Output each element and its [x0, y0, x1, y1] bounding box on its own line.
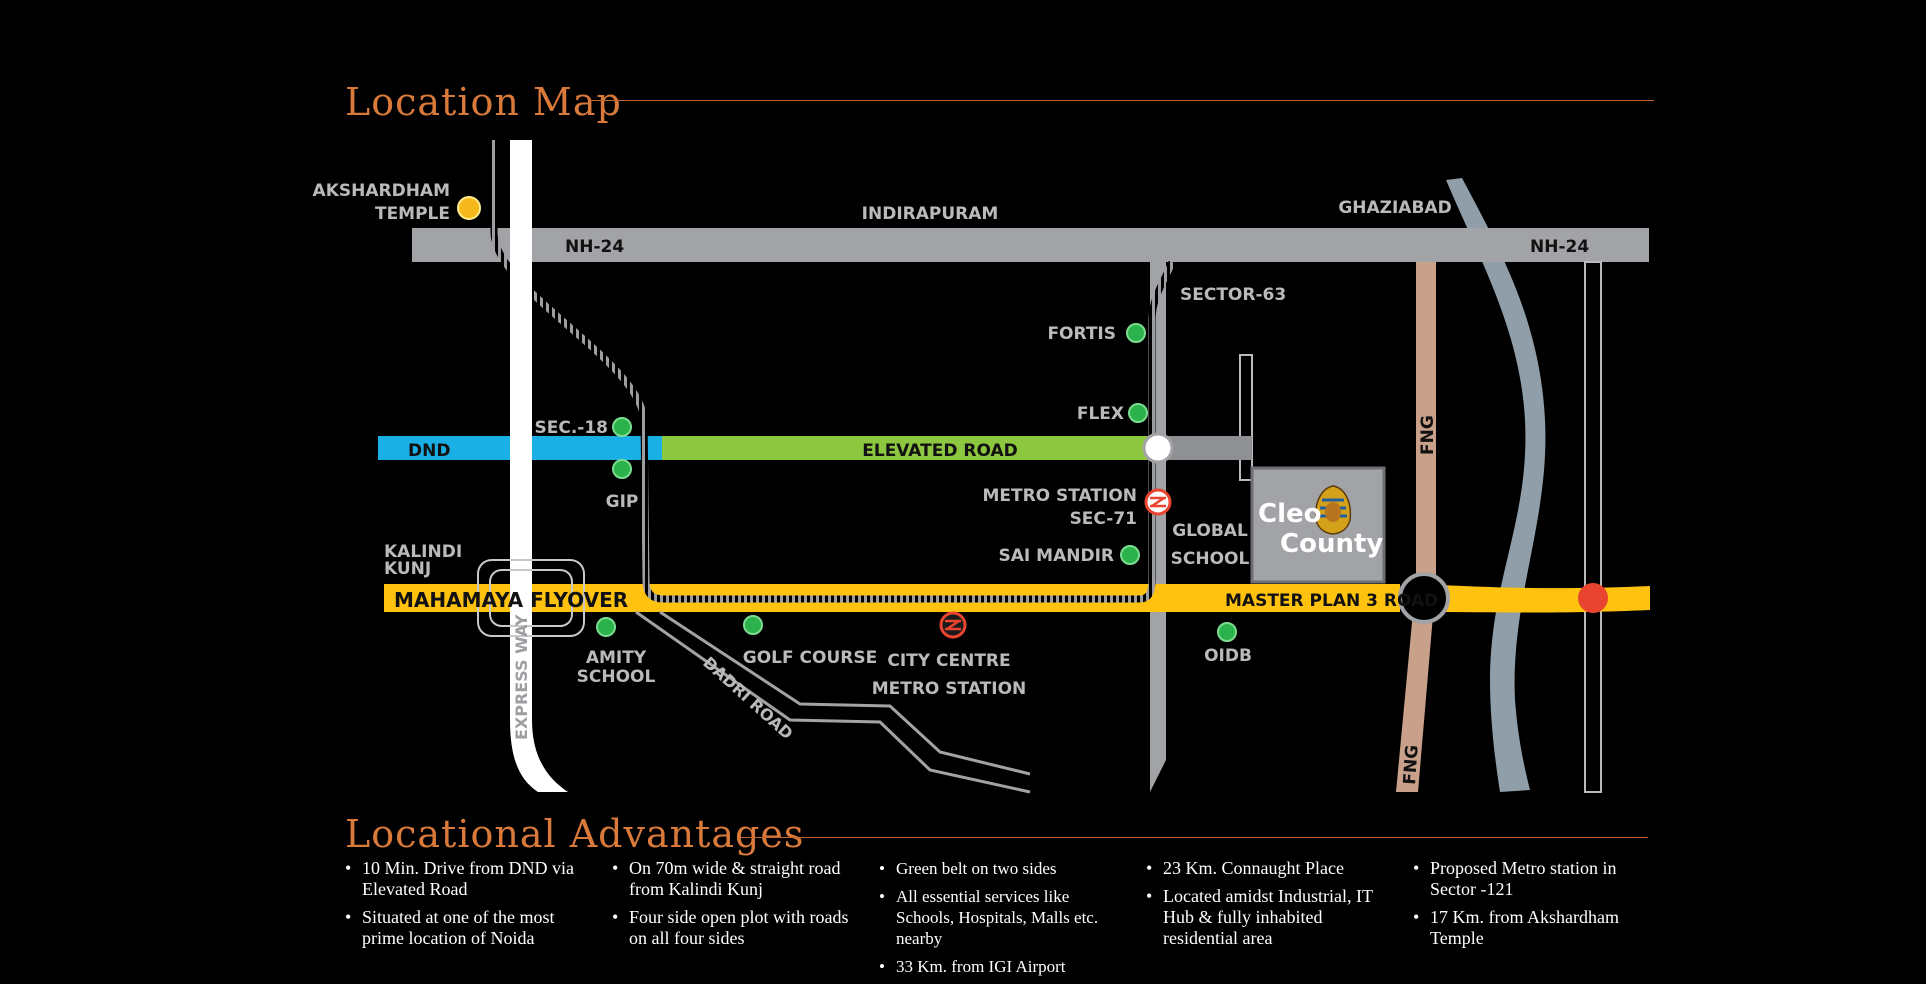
cleo-logo-line1: Cleo	[1258, 499, 1322, 529]
metro-sec71-label-2: SEC-71	[1070, 509, 1137, 529]
akshardham-marker	[457, 196, 481, 220]
city-centre-metro-icon	[939, 611, 967, 639]
expressway-road	[510, 140, 568, 792]
pharaoh-icon	[1314, 485, 1352, 535]
master-plan-road	[1420, 584, 1650, 613]
amity-marker	[596, 617, 616, 637]
amity-label-2: SCHOOL	[577, 667, 656, 687]
advantage-item: Located amidst Industrial, IT Hub & full…	[1146, 886, 1376, 949]
nh24-road	[412, 228, 1649, 262]
oidb-marker	[1217, 622, 1237, 642]
sec18-marker	[612, 417, 632, 437]
advantage-item: 23 Km. Connaught Place	[1146, 858, 1376, 879]
sai-mandir-marker	[1120, 545, 1140, 565]
akshardham-label-1: AKSHARDHAM	[313, 181, 450, 201]
kalindi-kunj-label-1: KALINDI	[384, 542, 462, 562]
flex-marker	[1128, 403, 1148, 423]
advantage-item: Situated at one of the most prime locati…	[345, 907, 595, 949]
sai-mandir-label: SAI MANDIR	[999, 546, 1114, 566]
location-map-heading: Location Map	[345, 80, 622, 124]
elevated-label: ELEVATED ROAD	[862, 441, 1018, 461]
advantages-column-4: 23 Km. Connaught Place Located amidst In…	[1146, 858, 1376, 956]
flex-label: FLEX	[1077, 404, 1124, 424]
amity-label-1: AMITY	[586, 648, 647, 668]
advantage-item: All essential services like Schools, Hos…	[879, 886, 1129, 949]
fng-bottom-label: FNG	[1400, 744, 1423, 785]
dadri-road	[635, 610, 1031, 794]
master-plan-label: MASTER PLAN 3 ROAD	[1225, 591, 1438, 611]
advantage-item: Green belt on two sides	[879, 858, 1129, 879]
advantage-item: 17 Km. from Akshardham Temple	[1413, 907, 1643, 949]
elevated-junction	[1142, 432, 1174, 464]
global-school-label-1: GLOBAL	[1172, 521, 1248, 541]
kalindi-interchange	[477, 559, 585, 637]
fng-junction	[1398, 572, 1450, 624]
nh24-right-label: NH-24	[1530, 237, 1589, 257]
proposed-metro-marker	[1578, 583, 1608, 613]
cleo-side-road	[1239, 354, 1253, 481]
akshardham-label-2: TEMPLE	[375, 204, 450, 224]
golf-course-label: GOLF COURSE	[743, 648, 877, 668]
advantages-column-5: Proposed Metro station in Sector -121 17…	[1413, 858, 1643, 956]
mahamaya-label: MAHAMAYA FLYOVER	[394, 588, 628, 612]
gip-label: GIP	[606, 492, 639, 512]
fortis-marker	[1126, 323, 1146, 343]
indirapuram-label: INDIRAPURAM	[862, 204, 999, 224]
advantage-item: Four side open plot with roads on all fo…	[612, 907, 862, 949]
oidb-label: OIDB	[1204, 646, 1252, 666]
ghaziabad-label: GHAZIABAD	[1338, 198, 1451, 218]
advantages-column-1: 10 Min. Drive from DND via Elevated Road…	[345, 858, 595, 956]
metro-sec71-icon	[1144, 488, 1172, 516]
golf-course-marker	[743, 615, 763, 635]
advantage-item: On 70m wide & straight road from Kalindi…	[612, 858, 862, 900]
metro-line	[490, 140, 1176, 603]
advantages-rule	[740, 837, 1648, 838]
elevated-road	[662, 436, 1152, 460]
river	[1446, 178, 1546, 792]
fortis-label: FORTIS	[1047, 324, 1116, 344]
advantage-item: 10 Min. Drive from DND via Elevated Road	[345, 858, 595, 900]
global-school-label-2: SCHOOL	[1171, 549, 1250, 569]
expressway-label: EXPRESS WAY	[512, 614, 531, 740]
locational-advantages-heading: Locational Advantages	[345, 812, 805, 856]
elevated-extension	[1166, 436, 1252, 460]
fng-top-label: FNG	[1418, 415, 1438, 455]
right-vertical-road	[1584, 261, 1602, 793]
kalindi-kunj-label-2: KUNJ	[384, 559, 431, 579]
advantages-column-3: Green belt on two sides All essential se…	[879, 858, 1129, 984]
metro-sec71-label-1: METRO STATION	[982, 486, 1137, 506]
advantage-item: Proposed Metro station in Sector -121	[1413, 858, 1643, 900]
dnd-label: DND	[408, 441, 450, 461]
heading-rule	[590, 100, 1654, 101]
city-centre-label-1: CITY CENTRE	[887, 651, 1010, 671]
sector63-label: SECTOR-63	[1180, 285, 1286, 305]
advantages-column-2: On 70m wide & straight road from Kalindi…	[612, 858, 862, 956]
advantage-item: 33 Km. from IGI Airport	[879, 956, 1129, 977]
fng-road	[1396, 262, 1436, 792]
nh24-left-label: NH-24	[565, 237, 624, 257]
cleo-logo-line2: County	[1280, 529, 1383, 559]
gip-marker	[612, 459, 632, 479]
city-centre-label-2: METRO STATION	[872, 679, 1027, 699]
sec18-label: SEC.-18	[534, 418, 608, 438]
